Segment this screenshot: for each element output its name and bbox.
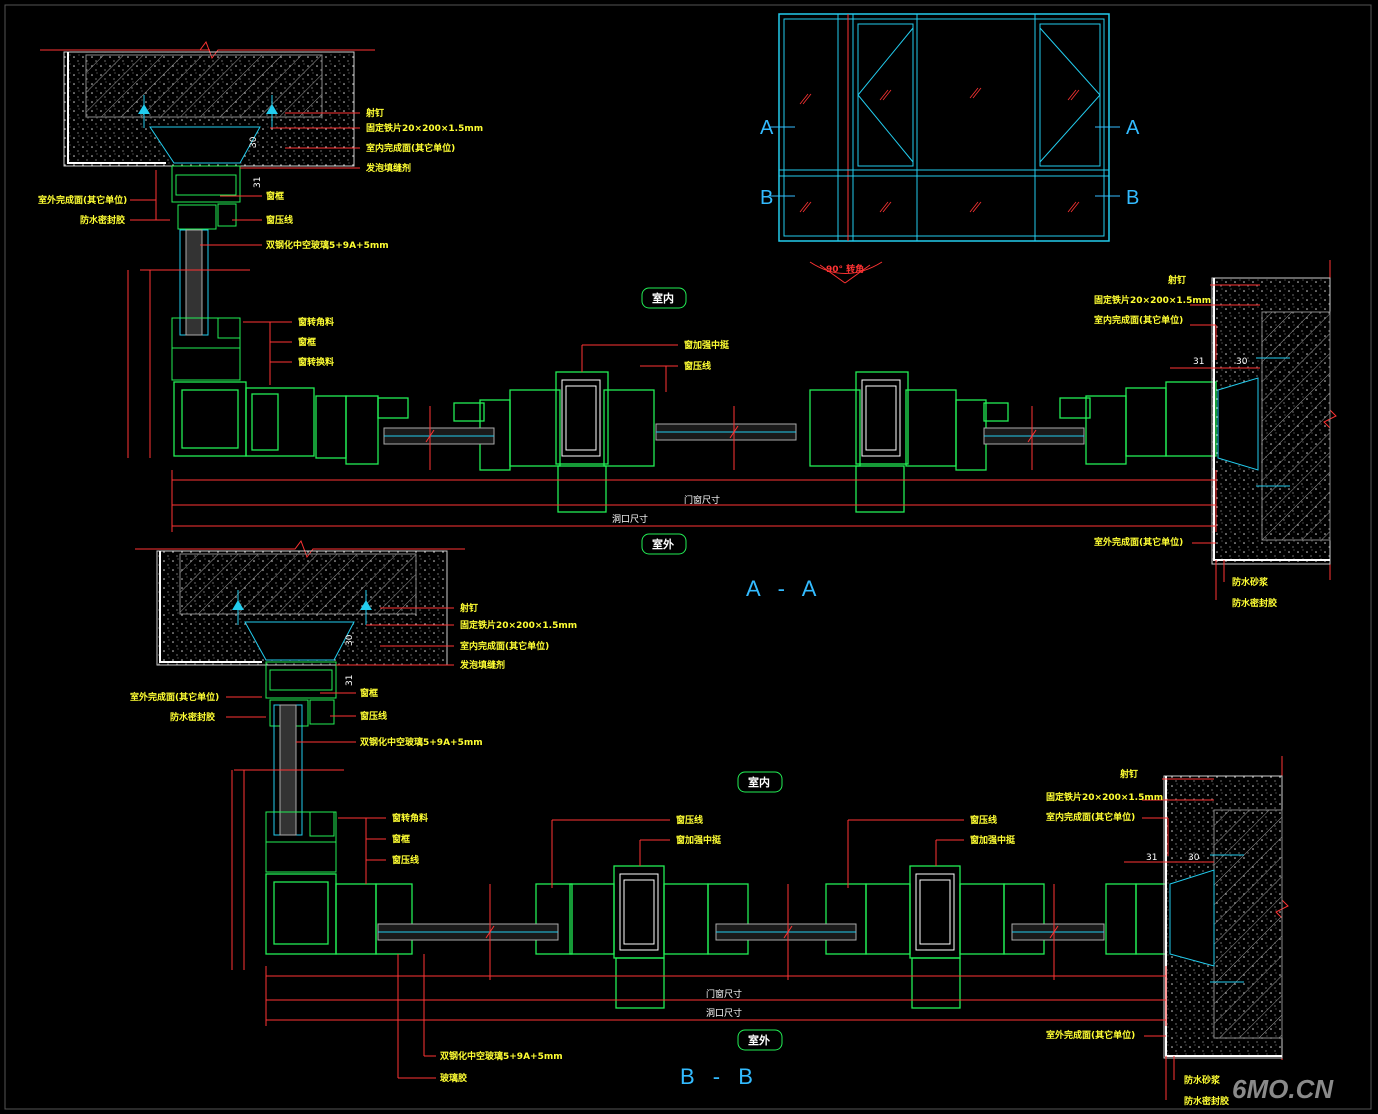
aa-glass-units <box>383 406 1085 470</box>
bb-indoor-tag-text: 室内 <box>748 775 770 789</box>
bb-left-leaders <box>226 607 454 1079</box>
elevation-marker-b-left: B <box>760 187 773 209</box>
bb-dim-31: 31 <box>345 675 355 686</box>
aa-dimension-lines <box>127 269 1260 532</box>
bb-right-label-outdoor: 室外完成面(其它单位) <box>1046 1029 1135 1041</box>
bb-dim-31-right: 31 <box>1146 853 1157 863</box>
aa-indoor-tag-text: 室内 <box>652 291 674 305</box>
elevation-marker-a-left: A <box>760 117 774 139</box>
aa-outdoor-tag-text: 室外 <box>652 537 674 551</box>
bb-label-bottom-glass: 双钢化中空玻璃5+9A+5mm <box>440 1050 563 1062</box>
bb-label-waterproof-sealant: 防水密封胶 <box>170 711 215 723</box>
bb-label-corner-bead: 窗压线 <box>392 854 419 866</box>
bb-label-shooting-nail: 射钉 <box>459 602 478 614</box>
aa-left-jamb <box>171 165 241 381</box>
aa-label-window-frame: 窗框 <box>266 190 284 202</box>
aa-label-glazing-bead: 窗压线 <box>266 214 293 226</box>
bb-right-leaders <box>1142 778 1214 1100</box>
bb-label-outdoor-finish: 室外完成面(其它单位) <box>130 691 219 703</box>
aa-label-corner-profile: 窗转角料 <box>298 316 334 328</box>
elevation-marker-a-right: A <box>1126 117 1140 139</box>
section-aa: 门窗尺寸 洞口尺寸 30 31 31 30 射钉 固定铁片20×200×1.5m… <box>38 40 1337 609</box>
aa-mullion-cores <box>561 379 901 457</box>
bb-right-wall <box>1163 756 1289 1060</box>
aa-dim-31-right: 31 <box>1193 357 1204 367</box>
aa-label-waterproof-sealant: 防水密封胶 <box>80 214 125 226</box>
bb-right-label-sealant: 防水密封胶 <box>1184 1095 1229 1107</box>
bb-dimension-lines <box>231 769 1214 1026</box>
bb-right-label-mortar: 防水砂浆 <box>1184 1074 1221 1086</box>
aa-section-title: A - A <box>746 576 822 601</box>
aa-mullion-leaders <box>581 344 678 392</box>
bb-label-window-frame: 窗框 <box>360 687 378 699</box>
aa-right-label-indoor: 室内完成面(其它单位) <box>1094 314 1183 326</box>
bb-label-glass: 双钢化中空玻璃5+9A+5mm <box>360 736 483 748</box>
bb-window-size-dim: 门窗尺寸 <box>706 988 742 1000</box>
rotation-note: 90° 转角 <box>826 263 864 275</box>
bb-label-mullion2-reinforced: 窗加强中挺 <box>970 834 1016 846</box>
aa-window-size-dim: 门窗尺寸 <box>684 494 720 506</box>
bb-outdoor-tag <box>737 1029 783 1051</box>
window-elevation: A A B B 90° 转角 <box>760 13 1140 284</box>
aa-label-corner-frame: 窗框 <box>298 336 316 348</box>
aa-label-transfer-profile: 窗转换料 <box>298 356 334 368</box>
bb-dim-30-right: 30 <box>1188 853 1200 863</box>
aa-indoor-tag <box>641 287 687 309</box>
bb-label-corner-profile: 窗转角料 <box>392 812 428 824</box>
aa-label-reinforced-mullion: 窗加强中挺 <box>684 339 730 351</box>
aa-right-label-outdoor: 室外完成面(其它单位) <box>1094 536 1183 548</box>
aa-right-leaders <box>1190 284 1260 600</box>
aa-dim-31: 31 <box>253 177 263 188</box>
aa-outdoor-tag <box>641 533 687 555</box>
aa-right-label-mortar: 防水砂浆 <box>1232 576 1269 588</box>
bb-opening-size-dim: 洞口尺寸 <box>706 1007 742 1019</box>
bb-mullion-cores <box>619 873 955 951</box>
bb-label-mullion1-reinforced: 窗加强中挺 <box>676 834 722 846</box>
aa-label-fixing-plate: 固定铁片20×200×1.5mm <box>366 122 483 134</box>
aa-right-wall <box>1211 260 1337 580</box>
watermark: 6MO.CN <box>1232 1074 1334 1104</box>
aa-opening-size-dim: 洞口尺寸 <box>612 513 648 525</box>
bb-label-mullion1-bead: 窗压线 <box>676 814 703 826</box>
section-bb: 门窗尺寸 洞口尺寸 30 31 31 30 射钉 固定铁片20×200×1.5m… <box>130 539 1289 1107</box>
aa-dim-30-right: 30 <box>1236 357 1248 367</box>
bb-label-indoor-finish: 室内完成面(其它单位) <box>460 640 549 652</box>
aa-label-shooting-nail: 射钉 <box>365 107 384 119</box>
aa-label-mullion-bead: 窗压线 <box>684 360 711 372</box>
aa-label-outdoor-finish: 室外完成面(其它单位) <box>38 194 127 206</box>
bb-mullion-leaders <box>551 819 964 888</box>
bb-label-mullion2-bead: 窗压线 <box>970 814 997 826</box>
bb-dim-30: 30 <box>345 634 355 646</box>
aa-dim-30: 30 <box>249 136 259 148</box>
bb-label-glazing-bead: 窗压线 <box>360 710 387 722</box>
aa-left-wall <box>40 40 375 167</box>
drawing-border <box>4 4 1372 1110</box>
elevation-marker-b-right: B <box>1126 187 1139 209</box>
aa-label-glass: 双钢化中空玻璃5+9A+5mm <box>266 239 389 251</box>
bb-label-corner-frame: 窗框 <box>392 833 410 845</box>
bb-section-frame <box>265 865 1167 1009</box>
aa-left-leaders <box>130 112 360 385</box>
bb-indoor-tag <box>737 771 783 793</box>
bb-right-label-indoor: 室内完成面(其它单位) <box>1046 811 1135 823</box>
bb-right-label-plate: 固定铁片20×200×1.5mm <box>1046 791 1163 803</box>
bb-right-label-nail: 射钉 <box>1119 768 1138 780</box>
bb-glass-units <box>377 884 1105 980</box>
bb-label-fixing-plate: 固定铁片20×200×1.5mm <box>460 619 577 631</box>
bb-section-title: B - B <box>680 1064 759 1089</box>
bb-label-foam-filler: 发泡填缝剂 <box>459 659 505 671</box>
aa-label-foam-filler: 发泡填缝剂 <box>365 162 411 174</box>
aa-right-label-sealant: 防水密封胶 <box>1232 597 1277 609</box>
aa-right-label-plate: 固定铁片20×200×1.5mm <box>1094 294 1211 306</box>
bb-label-glass-sealant: 玻璃胶 <box>440 1072 467 1084</box>
aa-label-indoor-finish: 室内完成面(其它单位) <box>366 142 455 154</box>
bb-outdoor-tag-text: 室外 <box>748 1033 770 1047</box>
aa-right-label-nail: 射钉 <box>1167 274 1186 286</box>
